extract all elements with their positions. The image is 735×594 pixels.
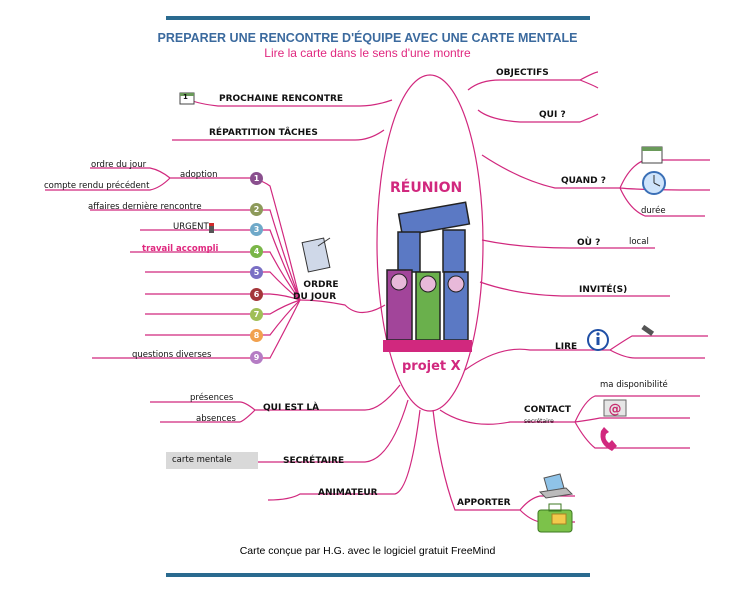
branch-repartition: RÉPARTITION TÂCHES xyxy=(209,128,318,138)
center-title: RÉUNION xyxy=(390,180,463,196)
thumbtack-icon xyxy=(301,237,331,273)
contact-dispo: ma disponibilité xyxy=(600,380,668,390)
branch-quand: QUAND ? xyxy=(561,176,607,186)
branch-qui-est-la: QUI EST LÀ xyxy=(263,403,320,413)
branch-secretaire: SECRÉTAIRE xyxy=(283,456,345,466)
branch-contact: CONTACT xyxy=(524,405,571,415)
number-badge: 5 xyxy=(250,266,263,279)
calendar-icon xyxy=(641,146,663,164)
center-subtitle: projet X xyxy=(402,359,461,374)
credit-text: Carte conçue par H.G. avec le logiciel g… xyxy=(239,545,496,557)
page-subtitle: Lire la carte dans le sens d'une montre xyxy=(264,46,471,60)
compte-rendu-item: compte rendu précédent xyxy=(44,181,150,191)
questions-item: questions diverses xyxy=(132,350,212,360)
branch-objectifs: OBJECTIFS xyxy=(496,68,549,78)
calendar-icon xyxy=(179,92,195,105)
carte-mentale-item: carte mentale xyxy=(172,455,232,465)
absences-item: absences xyxy=(196,414,236,424)
number-badge: 7 xyxy=(250,308,263,321)
number-badge: 9 xyxy=(250,351,263,364)
ordre-line2: DU JOUR xyxy=(293,292,337,302)
branch-invites: INVITÉ(S) xyxy=(579,285,628,295)
number-badge: 1 xyxy=(250,172,263,185)
bottom-rule xyxy=(166,573,590,577)
ou-local: local xyxy=(629,237,649,247)
branch-animateur: ANIMATEUR xyxy=(318,488,378,498)
number-badge: 4 xyxy=(250,245,263,258)
branch-prochaine: PROCHAINE RENCONTRE xyxy=(219,94,344,104)
carte-mentale-box xyxy=(166,452,258,469)
top-rule xyxy=(166,16,590,20)
info-icon xyxy=(587,329,609,351)
pencil-icon xyxy=(641,324,655,336)
presences-item: présences xyxy=(190,393,234,403)
branch-apporter: APPORTER xyxy=(457,498,511,508)
clock-icon xyxy=(642,171,666,195)
phone-icon xyxy=(600,427,617,451)
branch-lire: LIRE xyxy=(555,342,578,352)
travail-item: travail accompli xyxy=(142,244,219,254)
number-badge: 8 xyxy=(250,329,263,342)
page-title: PREPARER UNE RENCONTRE D'ÉQUIPE AVEC UNE… xyxy=(157,31,578,45)
urgent-icon xyxy=(209,223,214,233)
branch-ou: OÙ ? xyxy=(577,238,601,248)
quand-duree: durée xyxy=(641,206,666,216)
svg-text:@: @ xyxy=(609,402,622,417)
email-icon: @ xyxy=(603,399,627,417)
ordre-du-jour-item: ordre du jour xyxy=(91,160,147,170)
number-badge: 2 xyxy=(250,203,263,216)
people-illustration xyxy=(383,201,472,352)
calendar-number: 1 xyxy=(183,93,188,101)
laptop-icon xyxy=(538,473,574,499)
number-badge: 6 xyxy=(250,288,263,301)
contact-sub: secrétaire xyxy=(524,418,554,425)
number-badge: 3 xyxy=(250,223,263,236)
branch-qui: QUI ? xyxy=(539,110,566,120)
affaires-item: affaires dernière rencontre xyxy=(88,202,202,212)
urgent-item: URGENT xyxy=(173,222,209,232)
center-ellipse xyxy=(376,74,484,412)
ordre-line1: ORDRE xyxy=(303,280,339,290)
bag-icon xyxy=(537,503,573,533)
adoption-item: adoption xyxy=(180,170,218,180)
